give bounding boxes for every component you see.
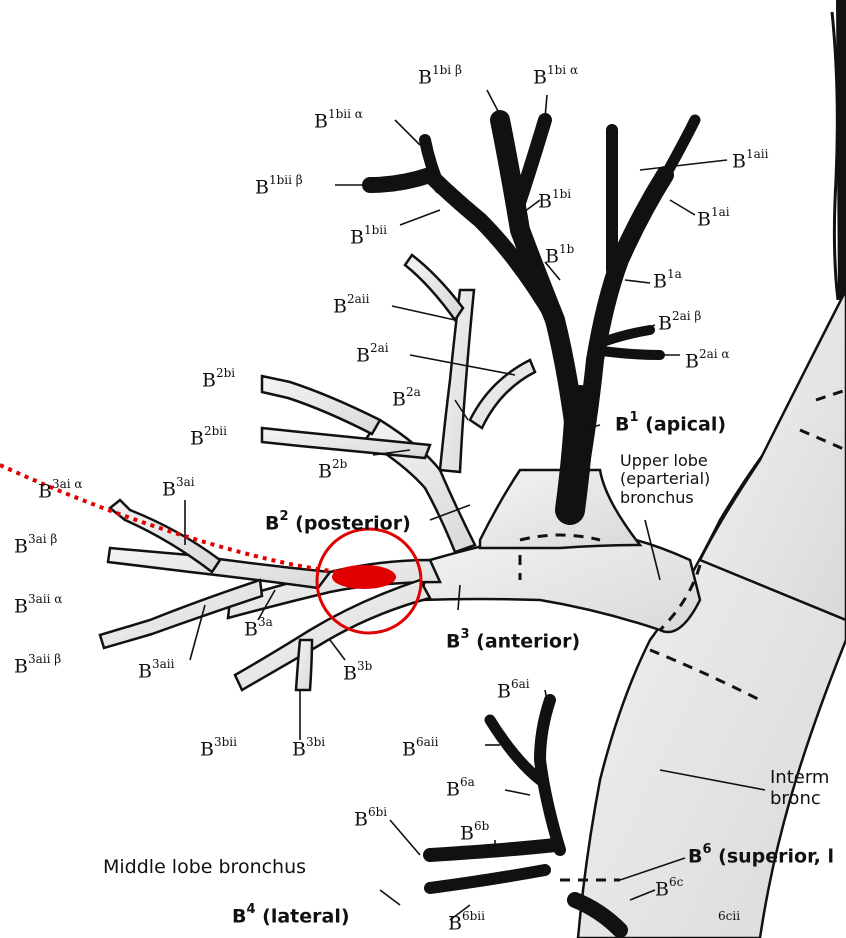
label-b6aii: B6aii xyxy=(402,738,438,759)
label-b2ai-alpha: B2ai α xyxy=(685,350,730,371)
label-b6-superior: B6 (superior, l xyxy=(688,845,834,866)
label-b2ai: B2ai xyxy=(356,344,389,365)
label-b3bi: B3bi xyxy=(292,738,325,759)
label-middle-lobe-bronchus: Middle lobe bronchus xyxy=(103,858,306,877)
label-b6bii: B6bii xyxy=(448,912,485,933)
label-b2b: B2b xyxy=(318,460,347,481)
label-b2-posterior: B2 (posterior) xyxy=(265,512,411,533)
label-b2bii: B2bii xyxy=(190,427,227,448)
label-b3b: B3b xyxy=(343,662,372,683)
label-upper-lobe-bronchus: Upper lobe (eparterial) bronchus xyxy=(620,452,710,507)
label-b1bii-beta: B1bii β xyxy=(255,176,303,197)
label-b1bii-alpha: B1bii α xyxy=(314,110,363,131)
label-b3-anterior: B3 (anterior) xyxy=(446,630,580,651)
label-b3aii-alpha: B3aii α xyxy=(14,595,62,616)
label-b1bi-beta: B1bi β xyxy=(418,66,462,87)
label-b1aii: B1aii xyxy=(732,150,768,171)
label-b3aii: B3aii xyxy=(138,660,174,681)
label-b1-apical: B1 (apical) xyxy=(615,413,726,434)
label-b6a: B6a xyxy=(446,778,475,799)
label-b2ai-beta: B2ai β xyxy=(658,312,701,333)
label-b3ai-beta: B3ai β xyxy=(14,535,57,556)
label-intermediate-bronchus: Interm bronc xyxy=(770,768,829,809)
label-b2a: B2a xyxy=(392,388,421,409)
label-b1bi-alpha: B1bi α xyxy=(533,66,578,87)
label-b6bi: B6bi xyxy=(354,808,387,829)
label-b3a: B3a xyxy=(244,618,273,639)
label-b6c: B6c xyxy=(655,878,683,899)
label-b1a: B1a xyxy=(653,270,682,291)
label-b3ai: B3ai xyxy=(162,478,195,499)
label-b6b: B6b xyxy=(460,822,489,843)
label-b1bii: B1bii xyxy=(350,226,387,247)
label-b4-lateral: B4 (lateral) xyxy=(232,905,350,926)
mediastinum-border xyxy=(832,0,846,300)
label-b3aii-beta: B3aii β xyxy=(14,655,61,676)
label-b6ai: B6ai xyxy=(497,680,530,701)
label-b2aii: B2aii xyxy=(333,295,369,316)
label-b1ai: B1ai xyxy=(697,208,730,229)
label-b3ai-alpha: B3ai α xyxy=(38,480,83,501)
label-b6cii: 6cii xyxy=(718,912,740,933)
label-b1bi: B1bi xyxy=(538,190,571,211)
label-b1b: B1b xyxy=(545,245,574,266)
label-b2bi: B2bi xyxy=(202,369,235,390)
label-b3bii: B3bii xyxy=(200,738,237,759)
